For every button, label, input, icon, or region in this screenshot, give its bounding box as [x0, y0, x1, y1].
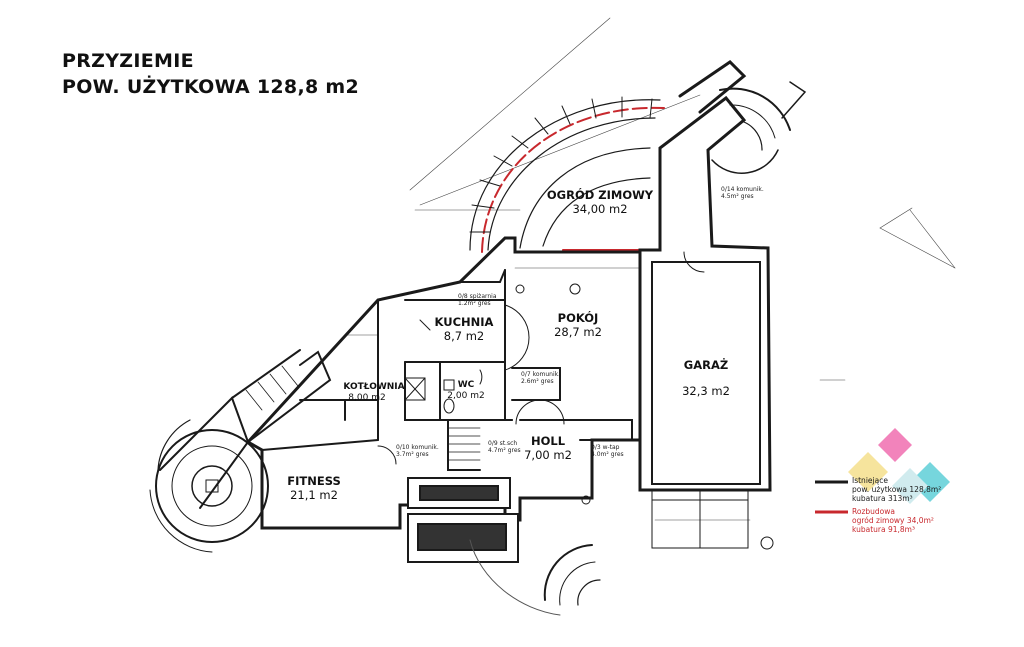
- legend-extension: Rozbudowa ogród zimowy 34,0m² kubatura 9…: [852, 507, 934, 534]
- extension-outline: [481, 106, 665, 253]
- room-name: OGRÓD ZIMOWY: [546, 188, 654, 202]
- tag-0-7: 0/7 komunik.2.6m² gres: [521, 371, 560, 385]
- plan-title: PRZYZIEMIE POW. UŻYTKOWA 128,8 m2: [62, 48, 359, 100]
- room-name: GARAŻ: [683, 358, 729, 372]
- tag-0-10: 0/10 komunik.3.7m² gres: [396, 444, 439, 458]
- room-area: 34,00 m2: [572, 202, 628, 216]
- right-spiral-stair: [711, 81, 807, 174]
- stair-treads: [447, 427, 481, 461]
- room-kotlownia: KOTŁOWNIA 8,00 m2: [343, 382, 404, 404]
- watermark-logo: [848, 428, 950, 504]
- room-pokoj: POKÓJ 28,7 m2: [554, 311, 602, 339]
- room-area: 21,1 m2: [290, 488, 338, 502]
- interior-walls: [261, 269, 641, 471]
- room-fitness: FITNESS 21,1 m2: [287, 474, 341, 502]
- room-winter-garden: OGRÓD ZIMOWY 34,00 m2: [547, 188, 653, 216]
- tag-0-14: 0/14 komunik.4.5m² gres: [721, 186, 764, 200]
- room-name: KOTŁOWNIA: [343, 382, 405, 392]
- room-wc: WC 2,00 m2: [447, 380, 484, 402]
- left-wing: [159, 349, 332, 509]
- room-name: POKÓJ: [557, 311, 599, 325]
- room-area: 2,00 m2: [447, 391, 485, 401]
- title-line-1: PRZYZIEMIE: [62, 50, 194, 72]
- title-line-2: POW. UŻYTKOWA 128,8 m2: [62, 76, 360, 98]
- room-area: 7,00 m2: [524, 448, 572, 462]
- room-area: 8,7 m2: [443, 329, 485, 343]
- left-stair-treads: [245, 365, 299, 411]
- room-name: HOLL: [530, 434, 566, 448]
- winter-garden-outline: [469, 99, 661, 251]
- door-swings: [377, 251, 705, 465]
- winter-garden-mullions: [469, 96, 653, 233]
- room-name: FITNESS: [287, 474, 341, 488]
- room-name: WC: [457, 380, 475, 390]
- room-holl: HOLL 7,00 m2: [524, 434, 572, 462]
- room-kuchnia: KUCHNIA 8,7 m2: [435, 315, 494, 343]
- room-area: 8,00 m2: [348, 393, 386, 403]
- legend-existing: Istniejące pow. użytkowa 128,8m² kubatur…: [852, 476, 942, 503]
- dimension-lines: [344, 17, 956, 521]
- left-spiral-stair: [149, 419, 269, 553]
- room-name: KUCHNIA: [434, 315, 494, 329]
- room-area: 28,7 m2: [554, 325, 602, 339]
- room-garaz: GARAŻ 32,3 m2: [682, 358, 730, 398]
- fixtures: [404, 283, 581, 414]
- legend-swatches: [815, 480, 848, 514]
- outer-walls: [245, 60, 772, 530]
- stair-blocks: [407, 477, 519, 563]
- room-area: 32,3 m2: [682, 384, 730, 398]
- bottom-spiral-stair: [469, 539, 601, 616]
- entrance-terrace: [581, 489, 774, 550]
